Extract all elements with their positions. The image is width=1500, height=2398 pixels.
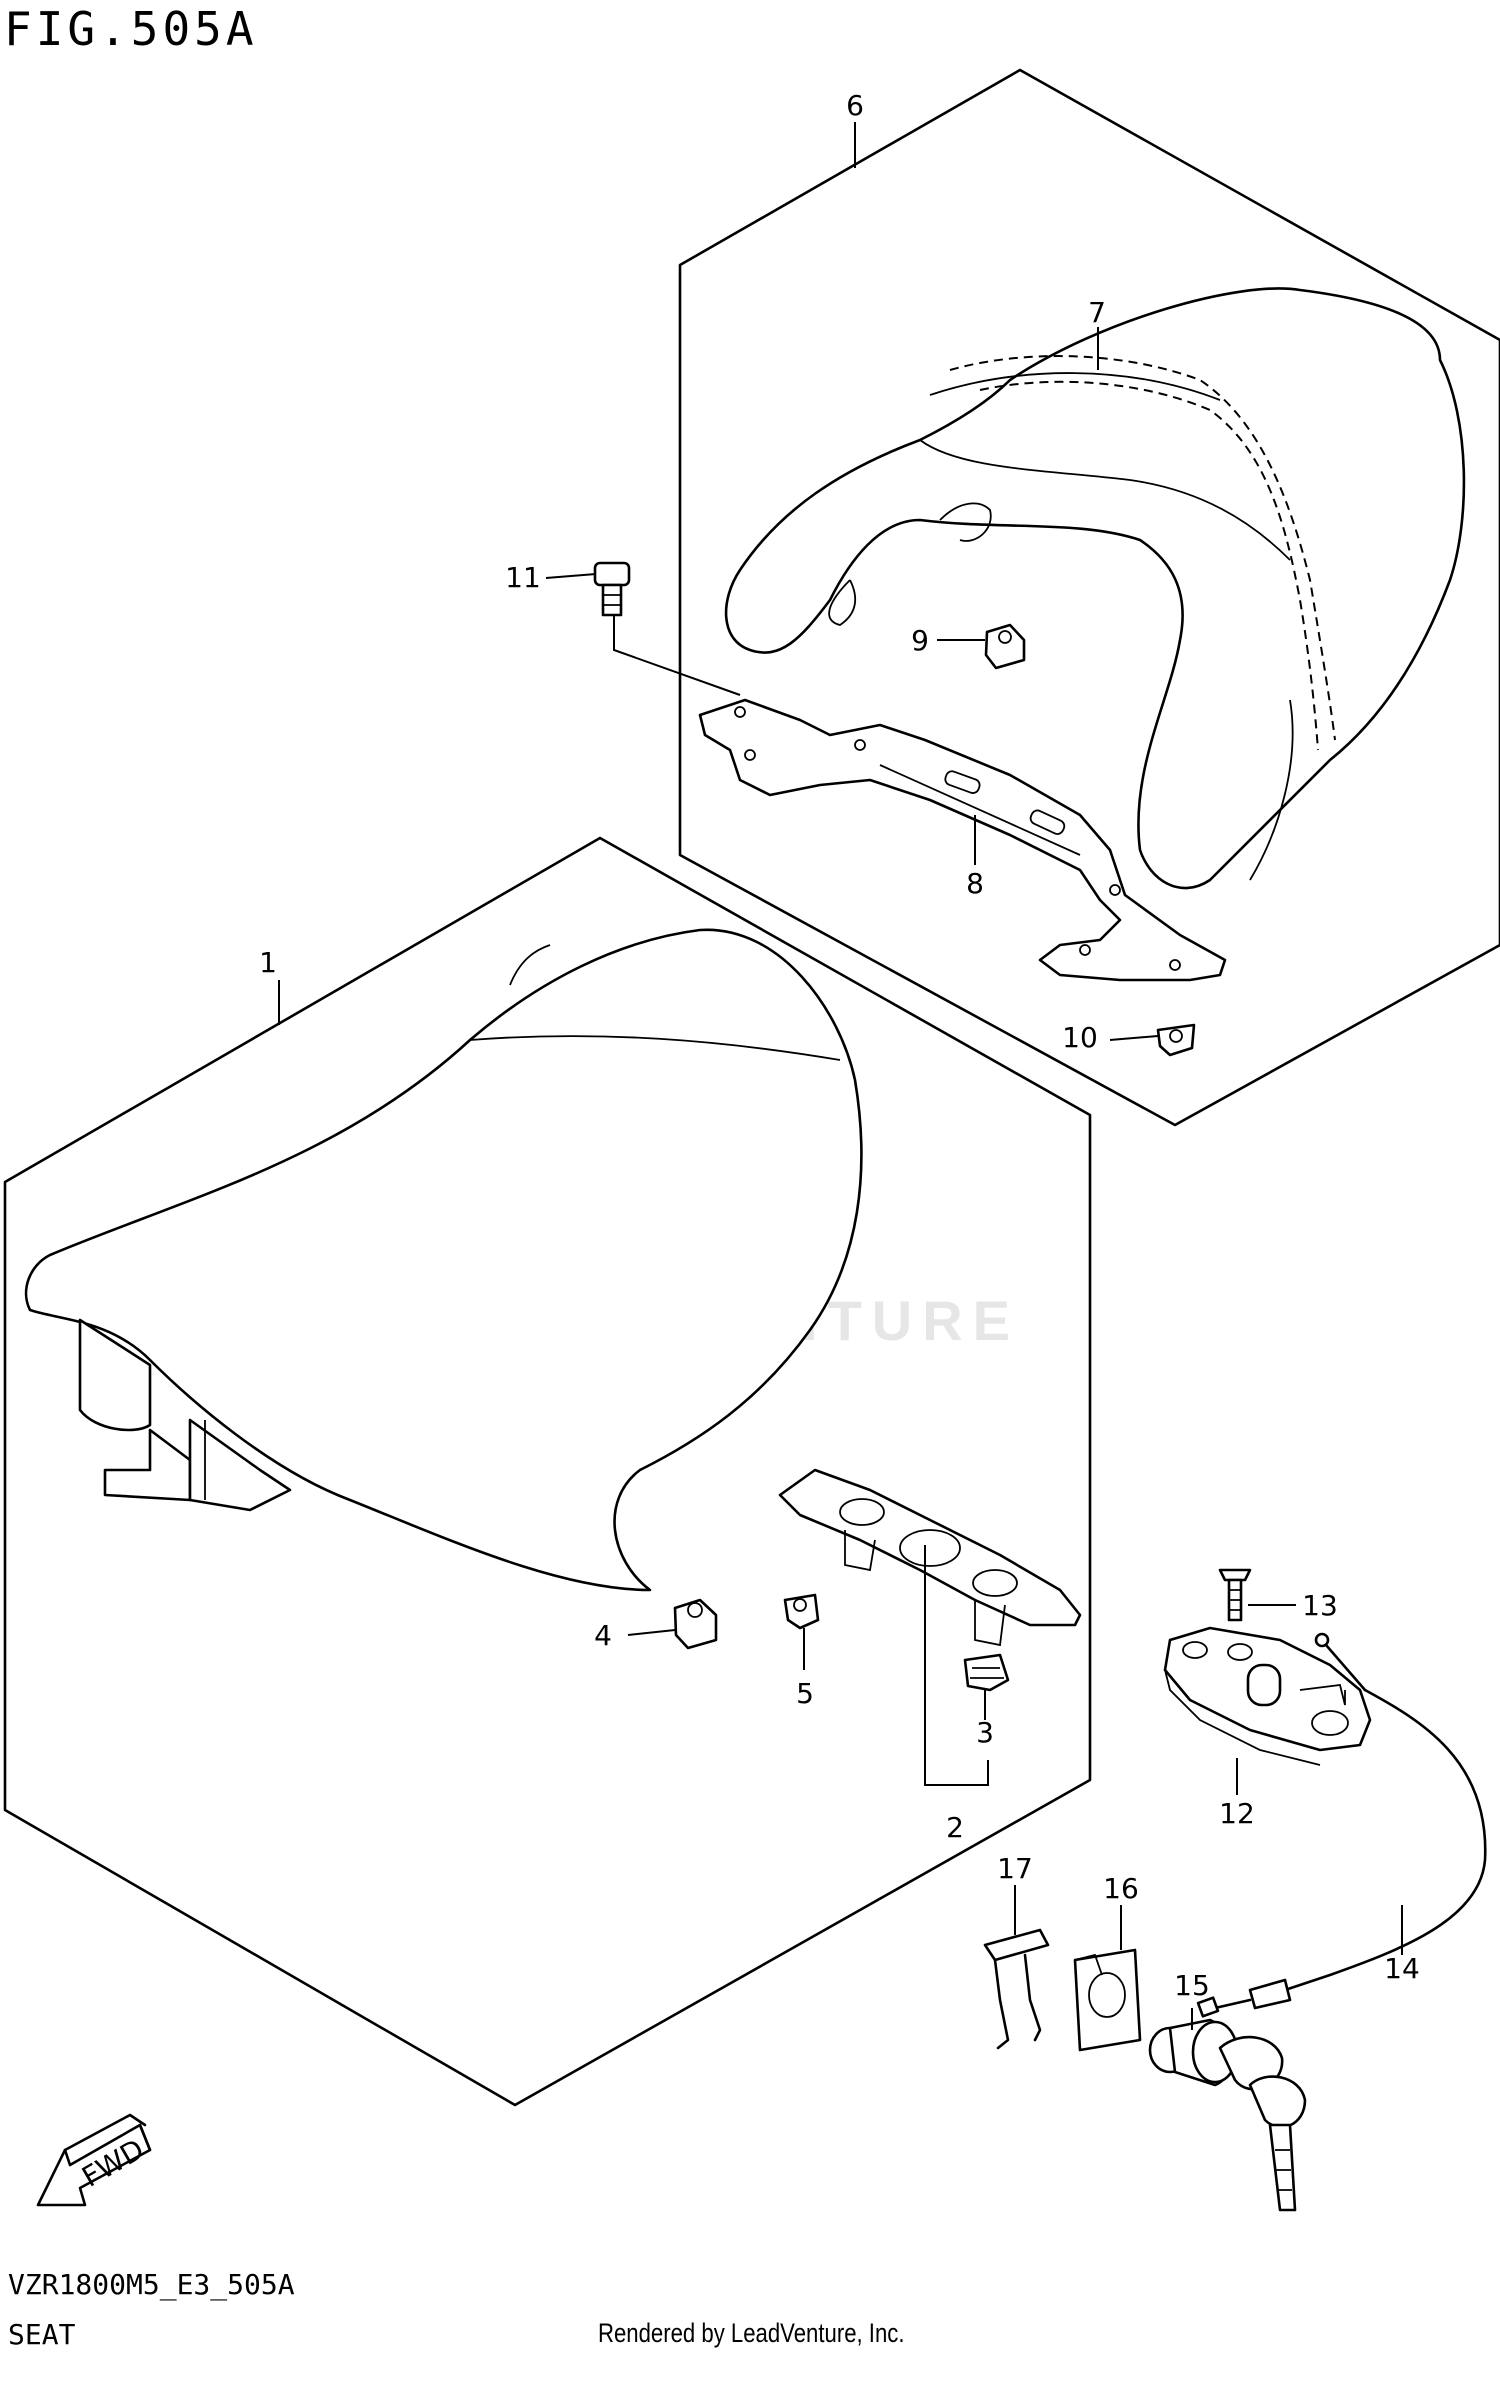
callout-1: 1 <box>259 946 277 979</box>
callout-15: 15 <box>1174 1969 1210 2002</box>
front-seat-assembly-box <box>3 836 1092 2107</box>
model-code: VZR1800M5_E3_505A <box>8 2268 295 2301</box>
nut-5 <box>783 1593 820 1630</box>
pillion-seat <box>724 287 1466 890</box>
forward-direction-arrow: FWD <box>36 2113 152 2207</box>
seat-lock-bracket <box>1163 1626 1372 1766</box>
callout-4: 4 <box>594 1619 612 1652</box>
clip-17 <box>983 1928 1050 2050</box>
callout-7: 7 <box>1088 296 1106 329</box>
callout-17: 17 <box>997 1852 1033 1885</box>
render-credit: Rendered by LeadVenture, Inc. <box>598 2318 905 2348</box>
callout-14: 14 <box>1384 1952 1420 1985</box>
screw-13 <box>1218 1568 1252 1622</box>
lock-plate-16 <box>1073 1948 1142 2052</box>
leader-lines <box>278 122 1403 2030</box>
figure-name: SEAT <box>8 2318 76 2351</box>
cushion-9 <box>984 623 1026 670</box>
seat-lock-cable <box>1196 1632 1487 2018</box>
callout-11: 11 <box>505 561 541 594</box>
callout-8: 8 <box>966 867 984 900</box>
callout-10: 10 <box>1062 1021 1098 1054</box>
nut-10 <box>1156 1023 1196 1057</box>
callout-5: 5 <box>796 1677 814 1710</box>
bolt-11 <box>593 561 631 617</box>
rear-seat-assembly-box <box>678 68 1500 1127</box>
callout-13: 13 <box>1302 1589 1338 1622</box>
seat-lock-cylinder <box>1148 2018 1307 2212</box>
cushion-4 <box>673 1598 718 1650</box>
callout-3: 3 <box>976 1716 994 1749</box>
callout-9: 9 <box>911 624 929 657</box>
callout-2: 2 <box>946 1811 964 1844</box>
rear-seat-bracket <box>698 698 1227 982</box>
figure-title: FIG.505A <box>4 2 258 56</box>
front-seat <box>24 928 863 1592</box>
nut-3 <box>963 1653 1010 1692</box>
front-seat-bracket <box>778 1468 1082 1647</box>
callout-16: 16 <box>1103 1872 1139 1905</box>
callout-12: 12 <box>1219 1797 1255 1830</box>
callout-6: 6 <box>846 89 864 122</box>
